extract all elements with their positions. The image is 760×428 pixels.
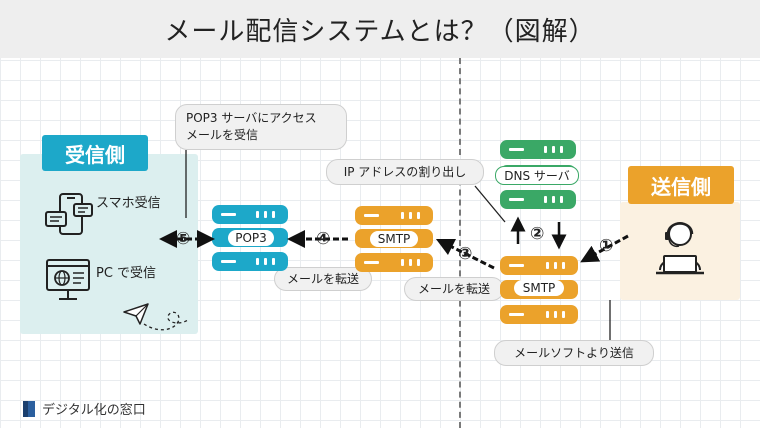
forward-callout-1: メールを転送 <box>274 267 372 291</box>
smartphone-label: スマホ受信 <box>96 196 161 211</box>
sender-panel <box>620 202 740 300</box>
step-3-number: ③ <box>458 244 473 264</box>
server-unit <box>500 190 576 209</box>
brand-logo: デジタル化の窓口 <box>22 399 146 418</box>
pop3-access-line1: POP3 サーバにアクセス <box>186 111 317 126</box>
dns-label: DNS サーバ <box>495 166 579 185</box>
server-unit <box>212 252 288 271</box>
forward-callout-2: メールを転送 <box>404 277 504 301</box>
server-unit <box>500 140 576 159</box>
smtp-send-label: SMTP <box>514 280 564 296</box>
pc-browser-icon <box>46 259 90 300</box>
smartphone-chat-icon <box>45 193 93 235</box>
pop3-label: POP3 <box>228 230 274 246</box>
step-5-number: ⑤ <box>176 229 191 249</box>
page-title: メール配信システムとは？（図解） <box>164 16 596 47</box>
ip-lookup-callout: IP アドレスの割り出し <box>326 159 484 185</box>
step-2-number: ② <box>530 224 545 244</box>
send-from-software-callout: メールソフトより送信 <box>494 340 654 366</box>
center-divider <box>459 58 461 428</box>
step-1-number: ① <box>599 236 614 256</box>
server-unit <box>500 256 578 275</box>
logo-text: デジタル化の窓口 <box>42 403 146 418</box>
paper-plane-icon <box>123 303 189 331</box>
sender-badge: 送信側 <box>628 166 734 204</box>
title-bar: メール配信システムとは？（図解） <box>0 0 760 58</box>
pop3-access-callout: POP3 サーバにアクセス メールを受信 <box>175 104 347 150</box>
operator-at-laptop-icon <box>656 222 704 275</box>
receiver-badge: 受信側 <box>42 135 148 171</box>
pc-label: PC で受信 <box>96 266 157 281</box>
smtp-relay-label: SMTP <box>370 231 418 247</box>
step-4-number: ④ <box>316 229 331 249</box>
server-unit <box>500 305 578 324</box>
server-unit <box>355 253 433 272</box>
pop3-access-line2: メールを受信 <box>186 128 259 142</box>
server-unit <box>212 205 288 224</box>
server-unit <box>355 206 433 225</box>
window-logo-icon <box>23 400 35 417</box>
